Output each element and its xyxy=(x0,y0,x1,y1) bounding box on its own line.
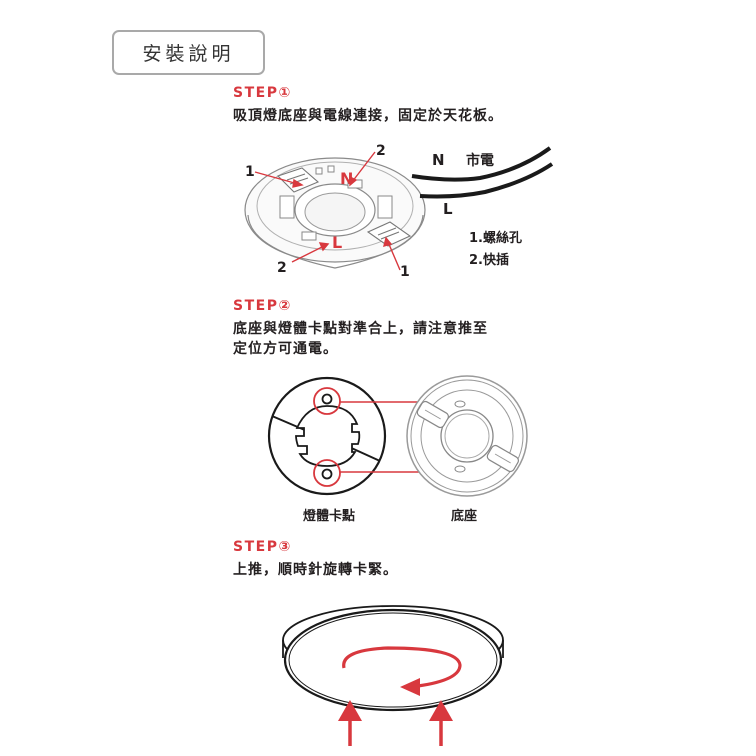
step1-base-wiring-diagram: N L 1 2 2 1 xyxy=(244,143,554,280)
step3-text: 上推，順時針旋轉卡緊。 xyxy=(233,562,398,578)
legend-item-screw-hole: 1.螺絲孔 xyxy=(469,231,522,246)
page-title-box: 安裝說明 xyxy=(112,30,265,75)
lamp-body-clip-caption: 燈體卡點 xyxy=(303,509,356,524)
step3-label: STEP③ xyxy=(233,539,292,555)
svg-text:1: 1 xyxy=(245,164,255,180)
step2-text-line2: 定位方可通電。 xyxy=(233,341,338,357)
step2-alignment-diagram xyxy=(267,375,528,497)
svg-text:2: 2 xyxy=(277,260,287,276)
step3-rotate-diagram xyxy=(282,605,504,746)
svg-text:2: 2 xyxy=(376,143,386,159)
step1-label: STEP① xyxy=(233,85,292,101)
svg-text:1: 1 xyxy=(400,264,410,280)
step1-legend: 1.螺絲孔 2.快插 xyxy=(469,228,522,272)
wire-n-label: N xyxy=(432,151,445,169)
step2-text-line1: 底座與燈體卡點對準合上，請注意推至 xyxy=(233,321,488,337)
wire-l-label: L xyxy=(443,200,453,218)
terminal-l-label: L xyxy=(332,233,342,252)
step1-text: 吸頂燈底座與電線連接，固定於天花板。 xyxy=(233,108,503,124)
power-label: 市電 xyxy=(466,153,494,169)
legend-item-quick-plug: 2.快插 xyxy=(469,253,509,268)
page-title: 安裝說明 xyxy=(142,43,235,65)
base-caption: 底座 xyxy=(451,509,478,524)
step2-label: STEP② xyxy=(233,298,292,314)
